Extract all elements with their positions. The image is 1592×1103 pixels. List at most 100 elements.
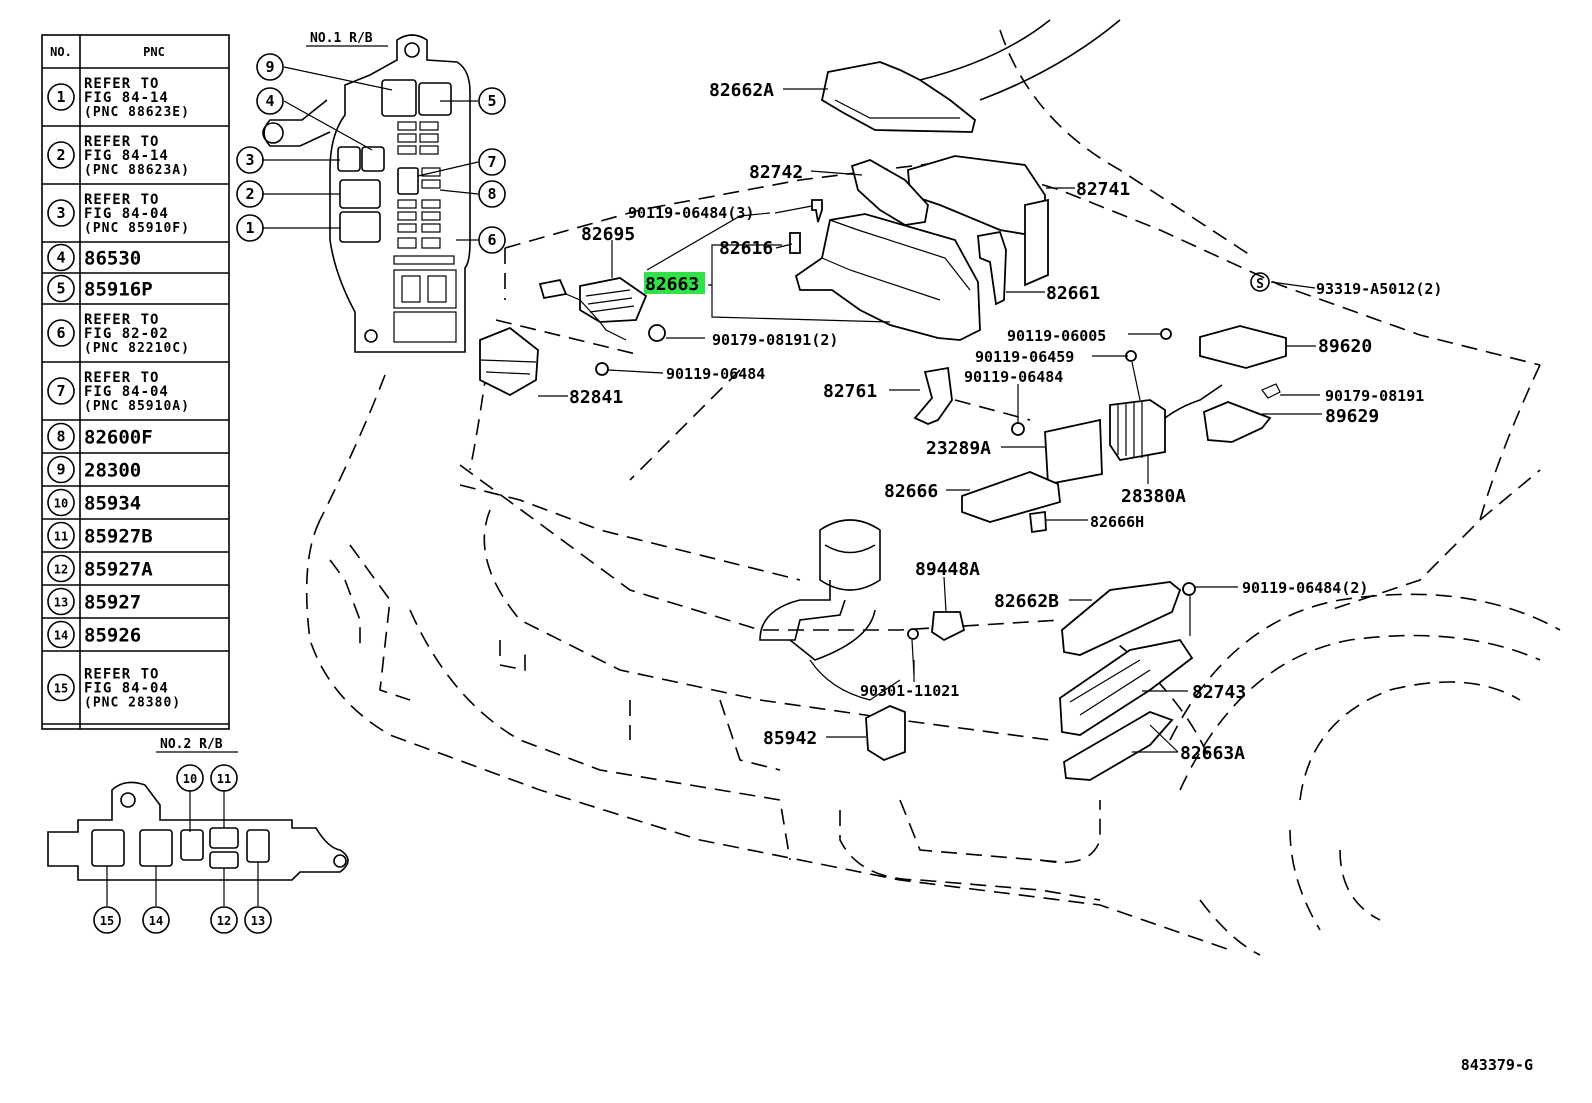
part-label-85942[interactable]: 85942	[763, 728, 817, 749]
part-label-82662A[interactable]: 82662A	[709, 80, 774, 101]
inset2-callouts: 10 11 15 14 12 13	[93, 764, 272, 934]
part-label-82695[interactable]: 82695	[581, 224, 635, 245]
part-label-90179-08191[interactable]: 90179-08191	[1325, 387, 1424, 405]
inset1-callout-8-circle	[478, 180, 506, 208]
inset1-callout-5-circle	[478, 87, 506, 115]
row-number-1[interactable]: 1	[47, 83, 75, 111]
part-shapes	[479, 61, 1287, 781]
inset2-callout-12-circle	[210, 906, 238, 934]
inset1-callout-7[interactable]: 7	[478, 148, 506, 176]
part-labels: 82662A 82742 82741 90119-06484(3) 82695 …	[569, 80, 1442, 764]
inset2-callout-13-text: 13	[251, 914, 265, 928]
inset1-callout-3[interactable]: 3	[236, 146, 264, 174]
inset2-callout-14[interactable]: 14	[142, 906, 170, 934]
inset1-callout-9-circle	[256, 53, 284, 81]
inset1-callout-7-text: 7	[487, 153, 496, 171]
part-label-89620[interactable]: 89620	[1318, 336, 1372, 357]
row-number-6[interactable]: 6	[47, 319, 75, 347]
part-label-90119-06005[interactable]: 90119-06005	[1007, 327, 1106, 345]
inset1-callouts: 9 4 3 2 1 5 7 8 6	[236, 53, 506, 254]
row-number-5[interactable]: 5	[47, 274, 75, 303]
part-label-90119-06484-3[interactable]: 90119-06484(3)	[628, 204, 754, 222]
row-reference-line: (PNC 88623A)	[84, 163, 190, 178]
part-label-82616[interactable]: 82616	[719, 238, 773, 259]
row-number-15[interactable]: 15	[47, 673, 75, 702]
inset1-callout-1[interactable]: 1	[236, 214, 264, 242]
row-number-12[interactable]: 12	[47, 554, 75, 583]
inset1-callout-4-circle	[256, 87, 284, 115]
row-number-11[interactable]: 11	[47, 521, 75, 550]
part-label-90301-11021[interactable]: 90301-11021	[860, 682, 959, 700]
leader-lines	[538, 88, 1322, 753]
part-label-28380A[interactable]: 28380A	[1121, 486, 1186, 507]
row-number-14[interactable]: 14	[47, 620, 75, 649]
part-label-93319-A5012-2[interactable]: 93319-A5012(2)	[1316, 280, 1442, 298]
row-number-5-circle	[47, 274, 75, 303]
part-label-90119-06484-a[interactable]: 90119-06484	[666, 365, 765, 383]
inset2-callout-15[interactable]: 15	[93, 906, 121, 934]
part-label-90179-08191-2[interactable]: 90179-08191(2)	[712, 331, 838, 349]
part-label-82841[interactable]: 82841	[569, 387, 623, 408]
inset2-callout-15-circle	[93, 906, 121, 934]
part-label-90119-06484-b[interactable]: 90119-06484	[964, 368, 1063, 386]
part-label-90119-06459[interactable]: 90119-06459	[975, 348, 1074, 366]
inset2-callout-10-text: 10	[183, 772, 197, 786]
row-number-8[interactable]: 8	[47, 422, 75, 451]
row-number-9-circle	[47, 455, 75, 484]
row-number-8-circle	[47, 422, 75, 451]
inset1-callout-8[interactable]: 8	[478, 180, 506, 208]
inset1-callout-6[interactable]: 6	[478, 226, 506, 254]
row-number-10[interactable]: 10	[47, 488, 75, 517]
inset2-callout-10[interactable]: 10	[176, 764, 204, 792]
row-reference-line: REFER TO	[84, 312, 159, 328]
part-label-89448A[interactable]: 89448A	[915, 559, 980, 580]
inset1-callout-9[interactable]: 9	[256, 53, 284, 81]
inset2-callout-13[interactable]: 13	[244, 906, 272, 934]
row-reference-line: (PNC 28380)	[84, 696, 181, 711]
inset1-callout-5[interactable]: 5	[478, 87, 506, 115]
row-reference-line: FIG 84-14	[84, 90, 169, 106]
inset1-callout-3-text: 3	[245, 151, 254, 169]
row-number-9-text: 9	[56, 461, 65, 479]
part-label-23289A[interactable]: 23289A	[926, 438, 991, 459]
row-reference-line: (PNC 82210C)	[84, 341, 190, 356]
row-number-14-circle	[47, 620, 75, 649]
row-number-5-text: 5	[56, 280, 65, 298]
part-label-82743[interactable]: 82743	[1192, 682, 1246, 703]
row-number-9[interactable]: 9	[47, 455, 75, 484]
table-header-pnc: PNC	[143, 45, 165, 59]
row-number-15-circle	[47, 673, 75, 702]
row-number-4[interactable]: 4	[47, 243, 75, 272]
row-number-4-text: 4	[56, 249, 65, 267]
inset2-callout-11-text: 11	[217, 772, 231, 786]
part-label-82666H[interactable]: 82666H	[1090, 513, 1144, 531]
row-number-3[interactable]: 3	[47, 199, 75, 227]
row-number-3-text: 3	[56, 204, 65, 222]
part-label-89629[interactable]: 89629	[1325, 406, 1379, 427]
inset1-callout-4[interactable]: 4	[256, 87, 284, 115]
row-number-2[interactable]: 2	[47, 141, 75, 169]
part-label-90119-06484-2[interactable]: 90119-06484(2)	[1242, 579, 1368, 597]
inset1-callout-2[interactable]: 2	[236, 180, 264, 208]
part-label-82741[interactable]: 82741	[1076, 179, 1130, 200]
inset1-callout-2-text: 2	[245, 185, 254, 203]
part-label-82742[interactable]: 82742	[749, 162, 803, 183]
part-label-82661[interactable]: 82661	[1046, 283, 1100, 304]
row-number-12-text: 12	[54, 563, 68, 577]
row-number-13[interactable]: 13	[47, 587, 75, 616]
row-number-7[interactable]: 7	[47, 377, 75, 405]
inset2-callout-11[interactable]: 11	[210, 764, 238, 792]
part-label-82761[interactable]: 82761	[823, 381, 877, 402]
part-label-82662B[interactable]: 82662B	[994, 591, 1059, 612]
part-label-82666[interactable]: 82666	[884, 481, 938, 502]
inset2-callout-14-circle	[142, 906, 170, 934]
part-label-82663[interactable]: 82663	[645, 274, 699, 295]
part-label-82663A[interactable]: 82663A	[1180, 743, 1245, 764]
inset2-callout-12[interactable]: 12	[210, 906, 238, 934]
